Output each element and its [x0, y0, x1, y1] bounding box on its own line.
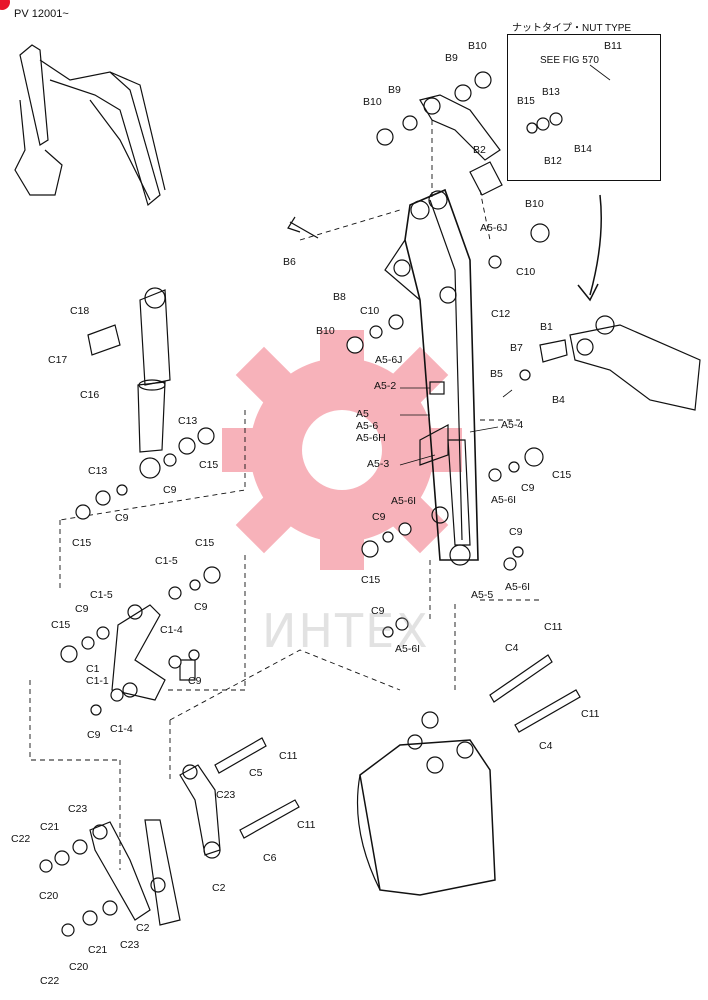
callout-label: C1 [86, 663, 100, 675]
callout-label: C1-5 [90, 589, 113, 601]
callout-label: C9 [521, 482, 535, 494]
callout-label: C15 [195, 537, 215, 549]
callout-label: C9 [188, 675, 202, 687]
callout-label: C10 [516, 266, 536, 278]
callout-label: C22 [40, 975, 60, 987]
callout-label: C9 [372, 511, 386, 523]
callout-label: B8 [333, 291, 346, 303]
see-fig-label: SEE FIG 570 [540, 55, 599, 66]
callout-label: C2 [212, 882, 226, 894]
callout-label: B7 [510, 342, 523, 354]
callout-label: C1-5 [155, 555, 178, 567]
callout-label: A5-6 [356, 420, 379, 432]
callout-label: C15 [51, 619, 71, 631]
callout-label: B14 [574, 144, 592, 155]
callout-label: A5-6I [491, 494, 517, 506]
callout-label: C23 [216, 789, 236, 801]
callout-label: C1-1 [86, 675, 109, 687]
callout-label: A5-4 [501, 419, 524, 431]
inset-title: ナットタイプ・NUT TYPE [512, 23, 632, 34]
watermark-gear-icon [222, 330, 462, 570]
callout-label: A5-5 [471, 589, 494, 601]
callout-label: C23 [120, 939, 140, 951]
callout-label: C13 [88, 465, 108, 477]
callout-label: C4 [505, 642, 519, 654]
callout-label: C9 [163, 484, 177, 496]
callout-label: B10 [316, 325, 335, 337]
callout-label: B11 [604, 40, 622, 52]
callout-label: C15 [72, 537, 92, 549]
callout-label: A5-6I [395, 643, 421, 655]
callout-label: B10 [363, 96, 382, 108]
callout-label: C9 [371, 605, 385, 617]
callout-label: A5 [356, 408, 369, 420]
callout-label: A5-6J [375, 354, 403, 366]
callout-label: C1-4 [160, 624, 183, 636]
washer-set [39, 71, 563, 937]
leader-lines [399, 64, 611, 466]
callout-label: B2 [473, 144, 486, 156]
callout-label: B10 [468, 40, 487, 52]
callout-label: C6 [263, 852, 277, 864]
watermark-text: ИНТЕХ [262, 604, 430, 658]
callout-label: B1 [540, 321, 553, 333]
callout-label: C10 [360, 305, 380, 317]
callout-label: C11 [581, 708, 600, 720]
callout-label: C15 [361, 574, 381, 586]
callout-label: C15 [552, 469, 572, 481]
callout-label: C16 [80, 389, 100, 401]
callout-label: C23 [68, 803, 88, 815]
callout-label: A5-6I [391, 495, 417, 507]
callout-label: C1-4 [110, 723, 133, 735]
callout-label: C20 [69, 961, 89, 973]
callout-label: A5-6H [356, 432, 386, 444]
callout-label: A5-6J [480, 222, 508, 234]
callout-label: C13 [178, 415, 198, 427]
callout-label: C9 [194, 601, 208, 613]
callout-label: B5 [490, 368, 503, 380]
callout-label: C9 [509, 526, 523, 538]
callout-label: C11 [544, 621, 563, 633]
callout-label: B10 [525, 198, 544, 210]
callout-label: B9 [445, 52, 458, 64]
callout-label: C11 [297, 819, 316, 831]
callout-label: C22 [11, 833, 31, 845]
callout-label: C4 [539, 740, 553, 752]
callout-label: B9 [388, 84, 401, 96]
callout-label: A5-2 [374, 380, 397, 392]
callout-label: C9 [75, 603, 89, 615]
callout-label: C21 [40, 821, 60, 833]
callout-label: C15 [199, 459, 219, 471]
callout-label: C5 [249, 767, 263, 779]
callout-label: A5-3 [367, 458, 390, 470]
callout-label: A5-6I [505, 581, 531, 593]
callout-label: C18 [70, 305, 90, 317]
callout-label: B13 [542, 87, 560, 98]
callout-label: C20 [39, 890, 59, 902]
callout-label: C9 [87, 729, 101, 741]
callout-label: C17 [48, 354, 68, 366]
callout-label: B4 [552, 394, 565, 406]
serial-range-label: PV 12001~ [14, 8, 69, 20]
corner-red-mark [0, 0, 10, 10]
callout-label: C12 [491, 308, 511, 320]
callout-label: C21 [88, 944, 108, 956]
line-art [14, 44, 701, 926]
callout-label: C11 [279, 750, 298, 762]
callout-label: B6 [283, 256, 296, 268]
callout-label: B12 [544, 156, 562, 167]
callout-label: B15 [517, 96, 535, 107]
nut-type-inset [507, 34, 661, 181]
callout-label: C2 [136, 922, 150, 934]
callout-label: C9 [115, 512, 129, 524]
